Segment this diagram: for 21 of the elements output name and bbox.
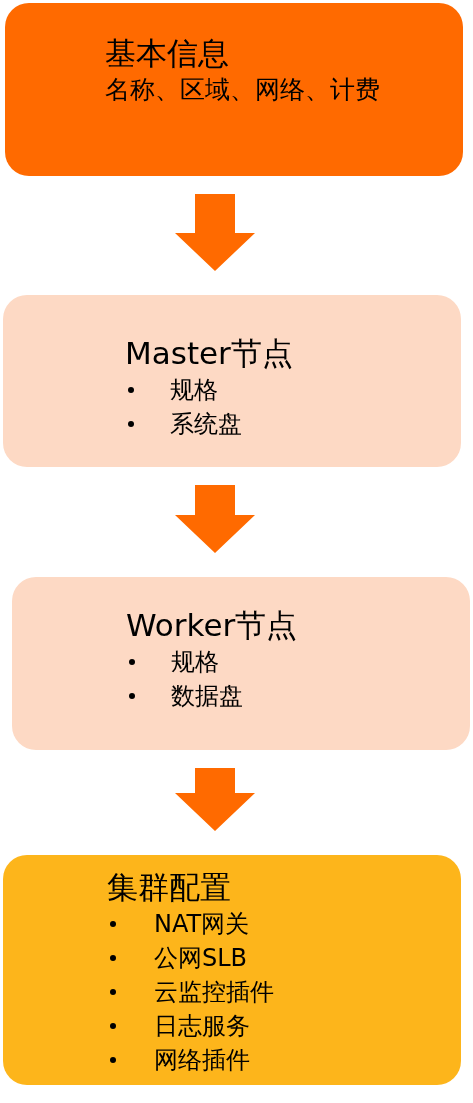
process-box bbox=[3, 855, 461, 1085]
list-item: 规格 bbox=[170, 375, 218, 405]
box-heading: Master节点 bbox=[125, 334, 293, 373]
list-item: NAT网关 bbox=[154, 909, 250, 939]
process-box bbox=[3, 295, 461, 467]
list-item: 网络插件 bbox=[154, 1045, 250, 1075]
block-arrow bbox=[175, 194, 255, 271]
box-description: 名称、区域、网络、计费 bbox=[105, 74, 380, 106]
box-heading: 基本信息 bbox=[105, 34, 229, 73]
list-item: 云监控插件 bbox=[154, 977, 274, 1007]
process-box bbox=[5, 3, 463, 176]
block-arrow bbox=[175, 768, 255, 831]
list-item: 系统盘 bbox=[170, 409, 242, 439]
list-item: 规格 bbox=[171, 647, 219, 677]
list-item: 数据盘 bbox=[171, 681, 243, 711]
list-item: 日志服务 bbox=[154, 1011, 250, 1041]
list-item: 公网SLB bbox=[154, 943, 248, 973]
box-heading: Worker节点 bbox=[126, 606, 298, 645]
block-arrow bbox=[175, 485, 255, 553]
box-heading: 集群配置 bbox=[107, 868, 231, 907]
process-box bbox=[12, 577, 470, 750]
